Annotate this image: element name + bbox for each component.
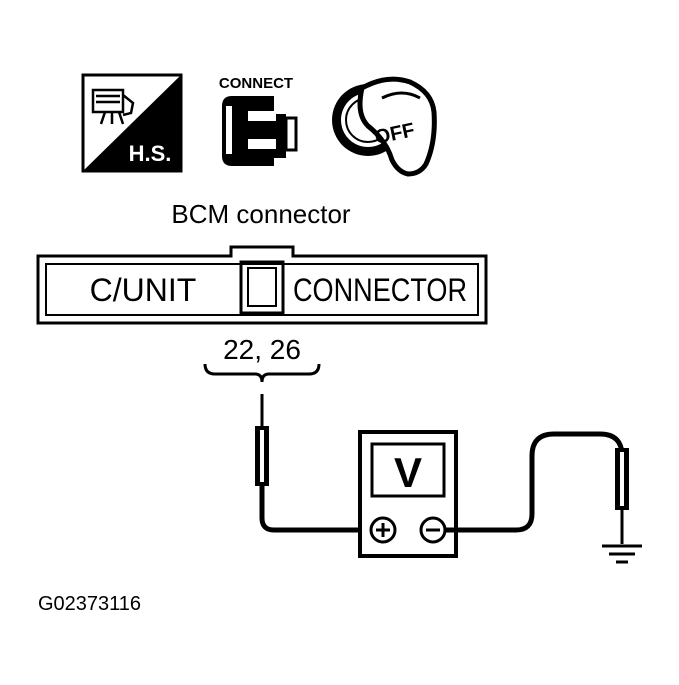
- meter-label: V: [394, 449, 422, 496]
- connect-label: CONNECT: [219, 75, 293, 92]
- minus-terminal-icon: [419, 516, 447, 544]
- plus-terminal-icon: [369, 516, 397, 544]
- connector-right-label: CONNECTOR: [293, 272, 467, 308]
- harness-side-icon: H.S.: [81, 73, 183, 173]
- voltmeter: V: [358, 430, 458, 558]
- ignition-off-key-icon: OFF: [332, 76, 437, 177]
- diagram-title: BCM connector: [171, 199, 351, 229]
- bcm-connector: [36, 245, 488, 325]
- positive-probe: [255, 394, 372, 533]
- ground-icon: [602, 544, 642, 564]
- harness-side-label: H.S.: [129, 141, 172, 166]
- harness-connector-sketch-icon: [91, 88, 135, 125]
- figure-id: G02373116: [38, 593, 141, 615]
- negative-probe: [445, 431, 629, 544]
- connect-icon: CONNECT: [219, 75, 298, 166]
- terminal-numbers: 22, 26: [223, 334, 301, 365]
- terminal-brace: [203, 363, 321, 383]
- connector-left-label: C/UNIT: [90, 272, 197, 308]
